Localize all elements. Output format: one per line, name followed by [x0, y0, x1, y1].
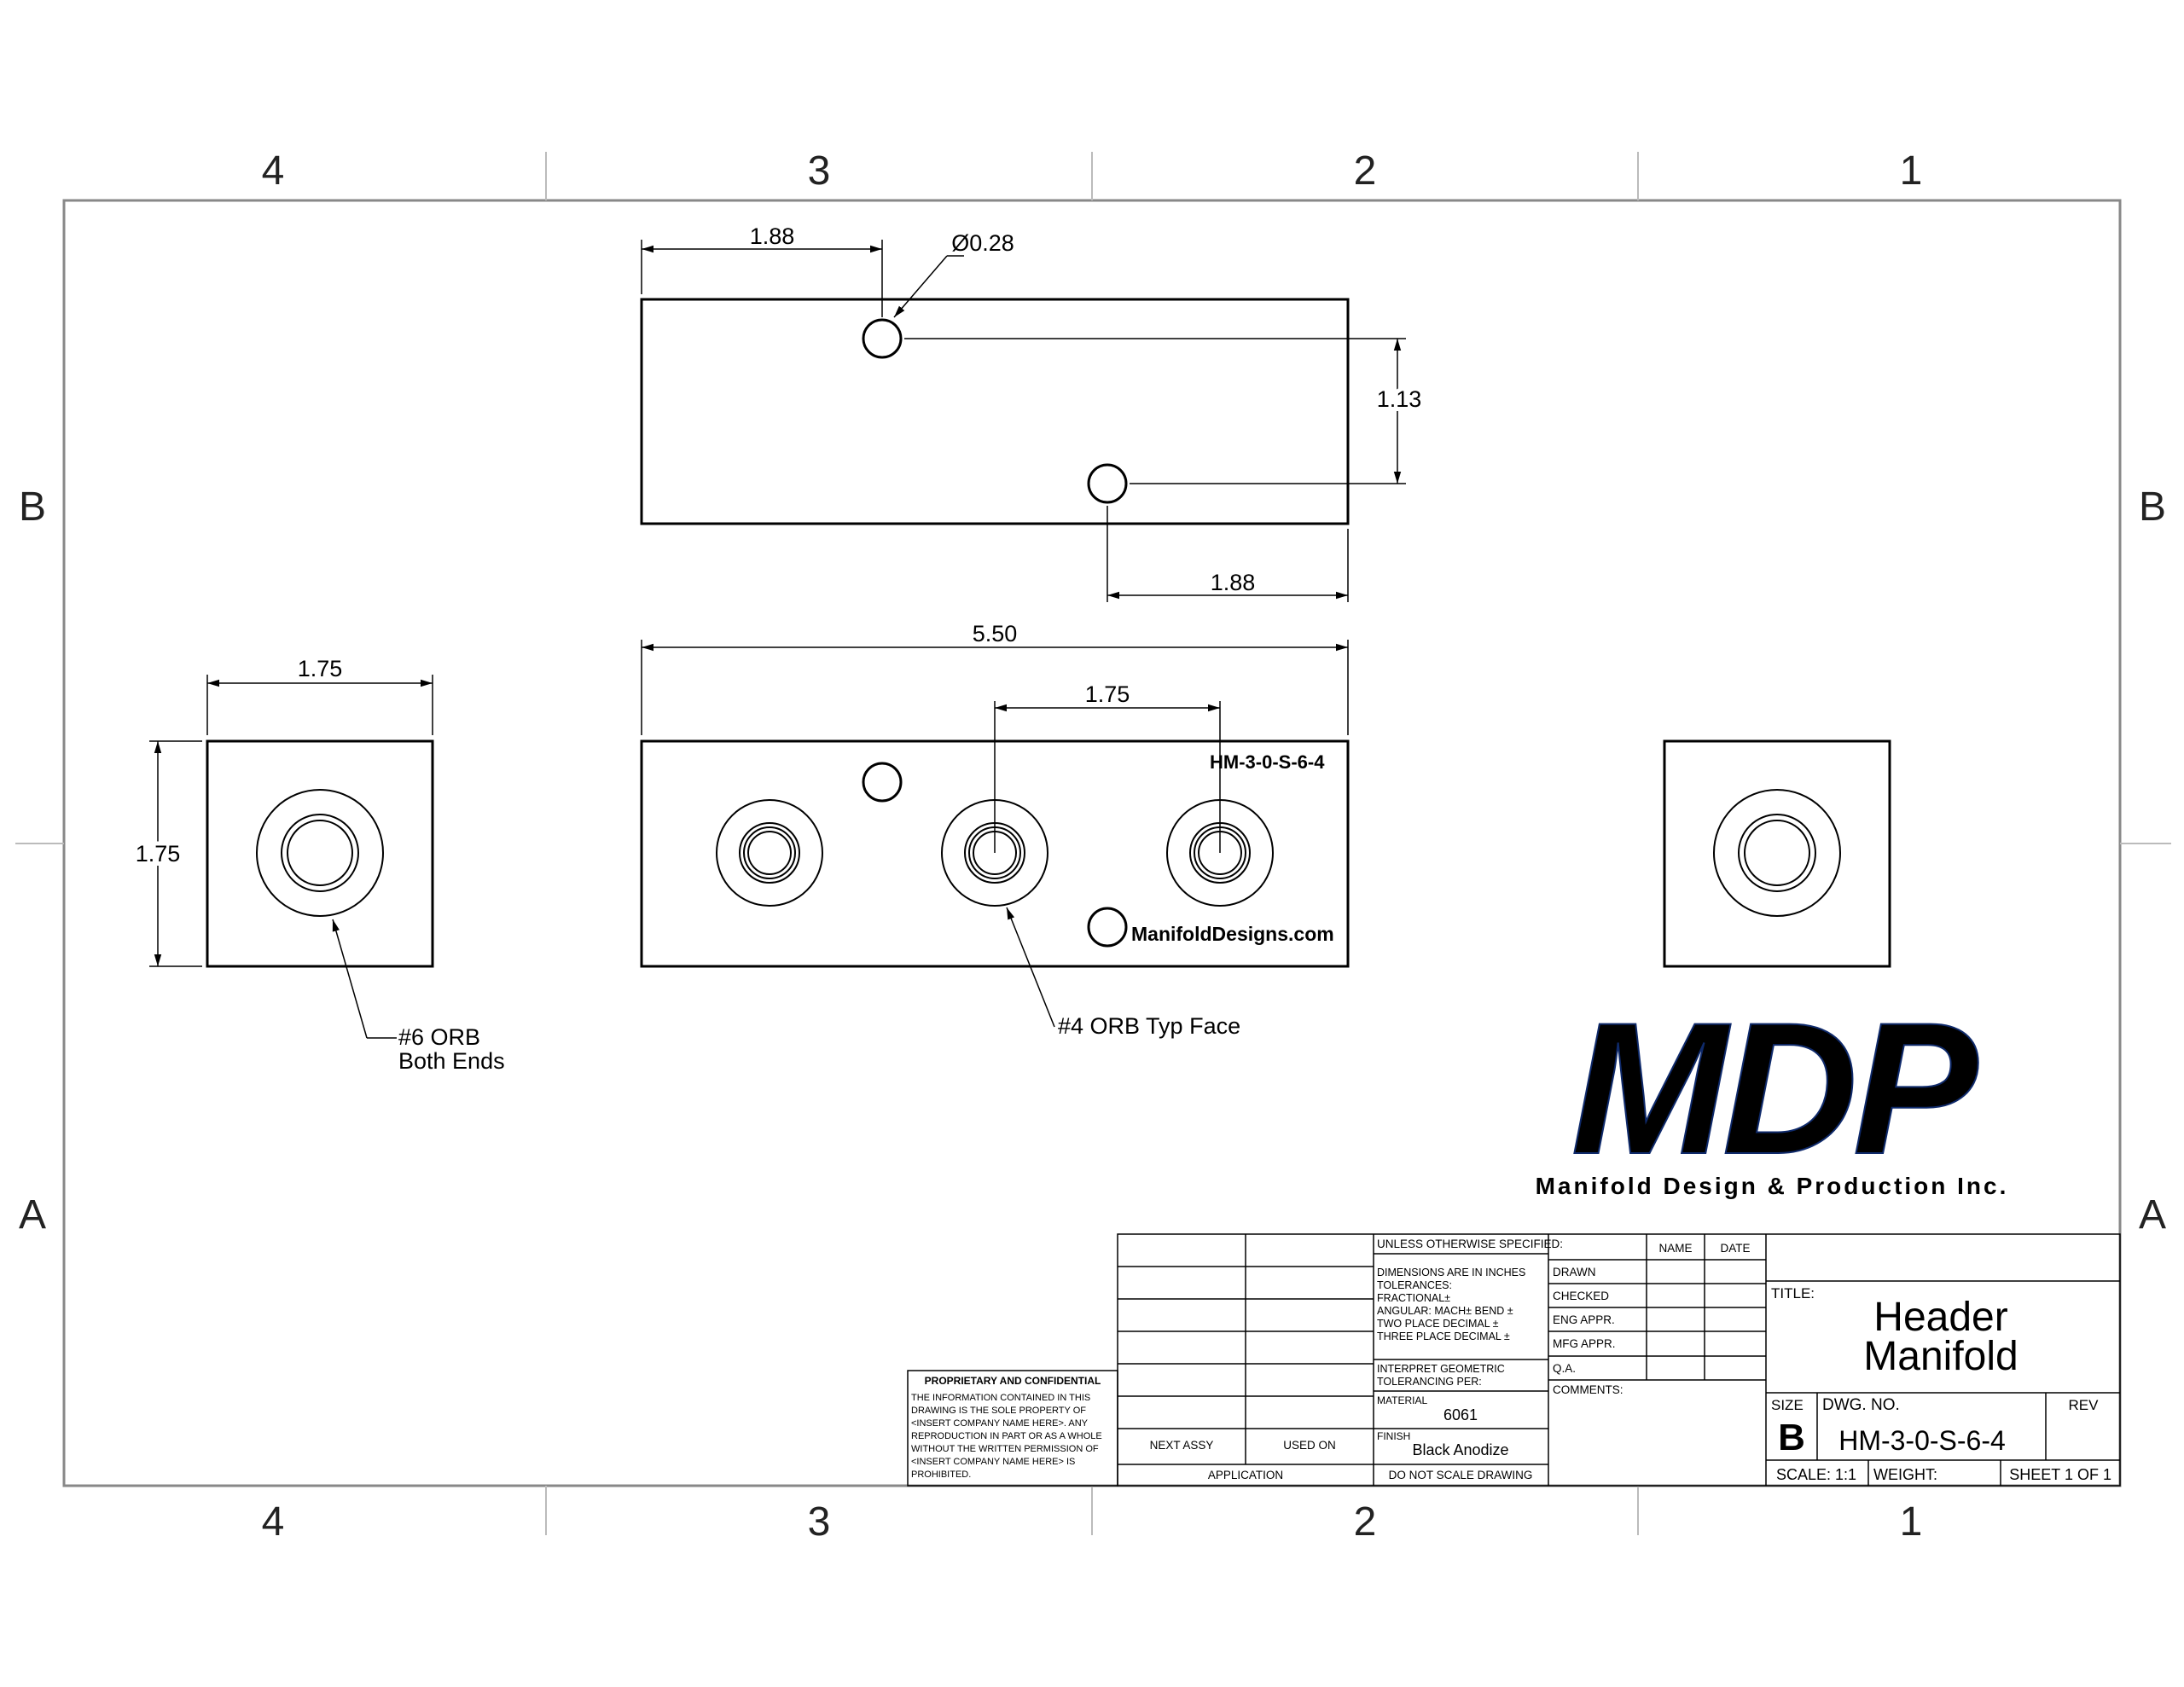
- tb-title-label: TITLE:: [1771, 1285, 1815, 1301]
- tb-finish-value: Black Anodize: [1412, 1441, 1508, 1458]
- dim-top-hole2-x: 1.88: [1211, 570, 1256, 595]
- dim-end-height: 1.75: [136, 841, 181, 867]
- front-view: 5.50 1.75 HM-3-0-S-6-4 ManifoldDesigns.c…: [640, 621, 1350, 1039]
- front-view-port-1: [716, 799, 823, 907]
- tb-eng-appr: ENG APPR.: [1553, 1313, 1615, 1326]
- title-block: PROPRIETARY AND CONFIDENTIAL THE INFORMA…: [907, 1233, 2121, 1487]
- left-end-view: 1.75 1.75 #6 ORB Both Ends: [131, 656, 505, 1074]
- top-view-outline: [640, 298, 1350, 525]
- zone-col-3-bottom: 3: [808, 1499, 831, 1545]
- callout-4-orb: #4 ORB Typ Face: [1058, 1013, 1240, 1039]
- right-view-outline: [1663, 739, 1891, 968]
- zone-col-3-top: 3: [808, 148, 831, 194]
- tb-sheet: SHEET 1 OF 1: [2009, 1466, 2111, 1483]
- right-end-view: [1663, 739, 1891, 968]
- dim-overall-length: 5.50: [973, 621, 1018, 646]
- engraving-part-number: HM-3-0-S-6-4: [1210, 751, 1325, 773]
- front-view-drill-hole-1: [862, 762, 903, 803]
- top-view: 1.88 Ø0.28 1.13 1.88: [640, 223, 1426, 602]
- callout-both-ends: Both Ends: [398, 1048, 505, 1074]
- zone-col-1-bottom: 1: [1900, 1499, 1923, 1545]
- tb-date-header: DATE: [1720, 1242, 1750, 1255]
- tb-used-on: USED ON: [1283, 1439, 1336, 1452]
- tb-material-label: MATERIAL: [1377, 1394, 1427, 1406]
- dim-port-spacing: 1.75: [1085, 681, 1130, 707]
- tb-size-value: B: [1778, 1417, 1805, 1458]
- tb-qa: Q.A.: [1553, 1362, 1576, 1375]
- proprietary-text: THE INFORMATION CONTAINED IN THIS DRAWIN…: [911, 1393, 1105, 1480]
- callout-6-orb: #6 ORB: [398, 1024, 480, 1050]
- top-view-hole-2: [1087, 463, 1128, 504]
- zone-col-4-top: 4: [262, 148, 285, 194]
- drawing-title-line1: Header: [1873, 1295, 2007, 1340]
- tb-rev-label: REV: [2069, 1397, 2100, 1413]
- zone-col-2-top: 2: [1354, 148, 1377, 194]
- tb-interpret-tolerancing: INTERPRET GEOMETRIC TOLERANCING PER:: [1377, 1363, 1507, 1388]
- dim-hole-diameter: Ø0.28: [951, 230, 1014, 256]
- engraving-website: ManifoldDesigns.com: [1131, 923, 1334, 945]
- tb-comments: COMMENTS:: [1553, 1383, 1623, 1396]
- tb-dwg-no-label: DWG. NO.: [1822, 1396, 1900, 1414]
- zone-col-2-bottom: 2: [1354, 1499, 1377, 1545]
- dim-end-width: 1.75: [298, 656, 343, 681]
- tb-name-header: NAME: [1658, 1242, 1692, 1255]
- front-view-drill-hole-2: [1087, 907, 1128, 948]
- logo-company-name: Manifold Design & Production Inc.: [1536, 1173, 2009, 1199]
- tb-tolerances: DIMENSIONS ARE IN INCHES TOLERANCES: FRA…: [1377, 1267, 1529, 1342]
- left-view-port: [256, 789, 384, 917]
- zone-row-b-right: B: [2139, 484, 2166, 530]
- mdp-logo-letters: MDP: [1571, 983, 1979, 1193]
- zone-col-1-top: 1: [1900, 148, 1923, 194]
- zone-labels: 4 3 2 1 4 3 2 1 B B A A: [19, 148, 2166, 1545]
- tb-dwg-no-value: HM-3-0-S-6-4: [1838, 1425, 2006, 1456]
- tb-unless-specified: UNLESS OTHERWISE SPECIFIED:: [1377, 1238, 1563, 1250]
- tb-finish-label: FINISH: [1377, 1430, 1410, 1442]
- zone-row-a-left: A: [19, 1192, 46, 1238]
- dim-top-hole-x: 1.88: [750, 223, 795, 249]
- tb-scale: SCALE: 1:1: [1776, 1466, 1856, 1483]
- tb-drawn: DRAWN: [1553, 1266, 1596, 1278]
- tb-next-assy: NEXT ASSY: [1150, 1439, 1214, 1452]
- right-view-port: [1713, 789, 1841, 917]
- left-view-outline: [206, 739, 434, 968]
- zone-row-a-right: A: [2139, 1192, 2166, 1238]
- mdp-logo: MDP Manifold Design & Production Inc.: [1536, 983, 2009, 1199]
- tb-mfg-appr: MFG APPR.: [1553, 1337, 1616, 1350]
- tb-material-value: 6061: [1443, 1406, 1478, 1423]
- proprietary-box: PROPRIETARY AND CONFIDENTIAL THE INFORMA…: [907, 1370, 1118, 1487]
- dim-hole-spacing-y: 1.13: [1377, 386, 1422, 412]
- tb-size-label: SIZE: [1771, 1397, 1804, 1413]
- tb-do-not-scale: DO NOT SCALE DRAWING: [1389, 1469, 1533, 1481]
- tb-checked: CHECKED: [1553, 1290, 1609, 1302]
- top-view-hole-1: [862, 318, 903, 359]
- proprietary-heading: PROPRIETARY AND CONFIDENTIAL: [925, 1375, 1101, 1387]
- tb-application: APPLICATION: [1208, 1469, 1283, 1481]
- drawing-title-line2: Manifold: [1863, 1334, 2018, 1379]
- zone-row-b-left: B: [19, 484, 46, 530]
- zone-dividers: [15, 152, 2171, 1535]
- zone-col-4-bottom: 4: [262, 1499, 285, 1545]
- tb-weight: WEIGHT:: [1873, 1466, 1937, 1483]
